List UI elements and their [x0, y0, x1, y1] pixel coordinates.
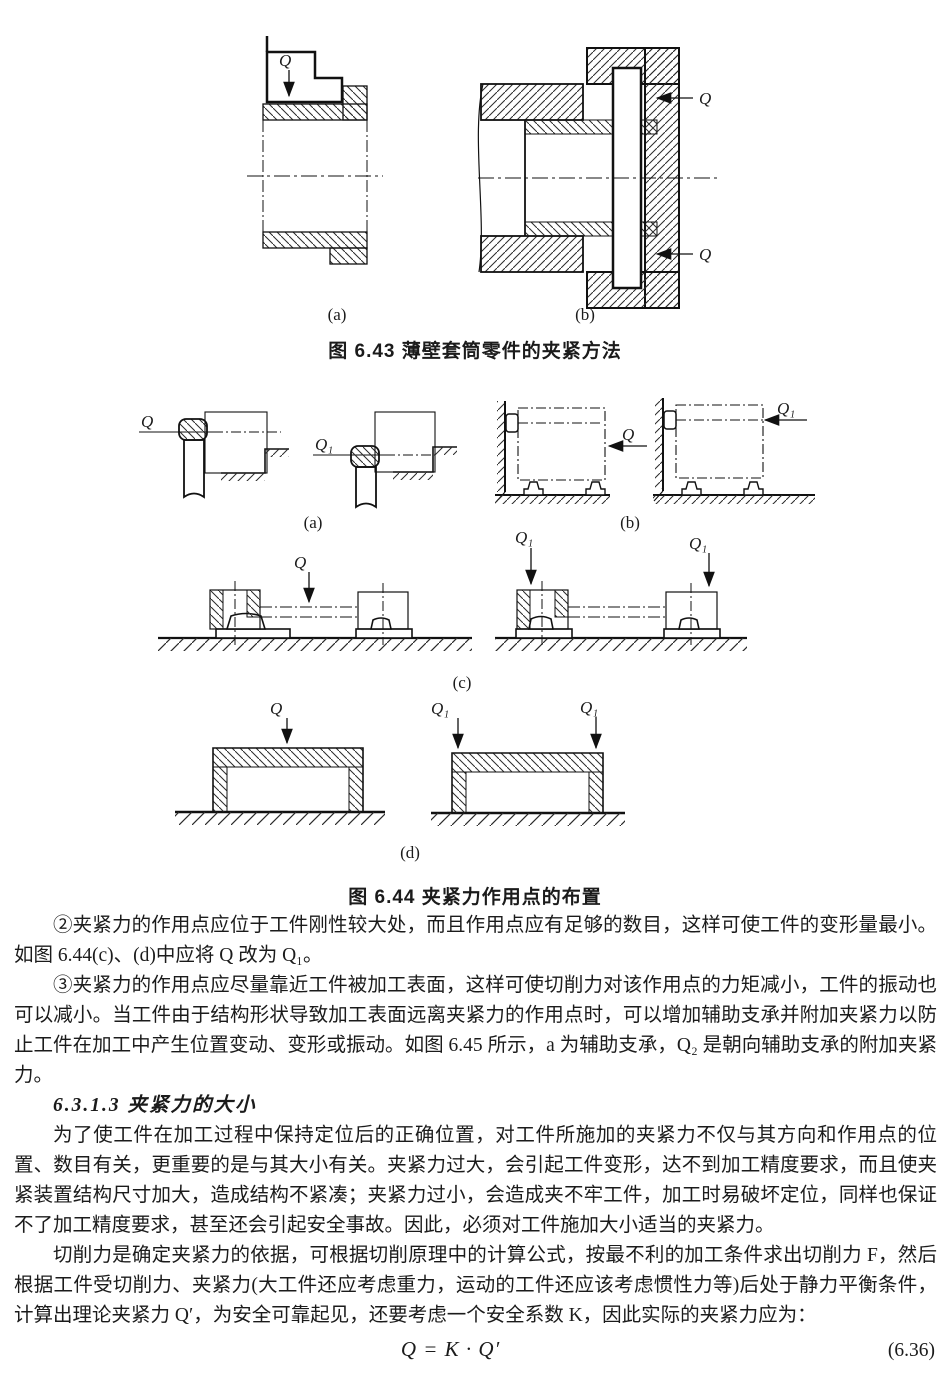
figure-644-diagram: Q Q₁ (a)	[139, 398, 815, 862]
fig644d-left: Q	[175, 699, 385, 825]
figure-643-diagram: Q Q Q (a) (b)	[247, 36, 720, 324]
svg-text:Q: Q	[270, 699, 282, 718]
svg-text:Q: Q	[141, 412, 153, 431]
fig643a-clamp	[265, 36, 344, 104]
equation-number: (6.36)	[887, 1340, 935, 1361]
fig644c-left: Q	[158, 553, 472, 651]
paragraph-point2: ②夹紧力的作用点应位于工件刚性较大处，而且作用点应有足够的数目，这样可使工件的变…	[14, 915, 937, 966]
svg-text:Q₁: Q₁	[580, 698, 598, 717]
svg-text:Q: Q	[294, 553, 306, 572]
fig643-sublabel-b: (b)	[575, 305, 595, 324]
svg-text:Q₁: Q₁	[431, 699, 449, 718]
equation-expression: Q = K · Q′	[400, 1337, 501, 1361]
section-heading-6313: 6.3.1.3 夹紧力的大小	[53, 1095, 257, 1116]
paragraph-clamp-size: 为了使工件在加工过程中保持定位后的正确位置，对工件所施加的夹紧力不仅与其方向和作…	[14, 1125, 937, 1236]
svg-text:Q₁: Q₁	[689, 534, 707, 553]
fig643b-housing	[477, 83, 584, 273]
svg-text:Q: Q	[699, 245, 711, 264]
svg-text:Q₁: Q₁	[315, 435, 333, 454]
fig644d-right: Q₁ Q₁	[431, 698, 625, 826]
fig644c-right: Q₁ Q₁	[495, 528, 747, 651]
fig644b-left: Q	[495, 401, 647, 504]
svg-text:Q₁: Q₁	[777, 399, 795, 418]
paragraph-point3: ③夹紧力的作用点应尽量靠近工件被加工表面，这样可使切削力对该作用点的力矩减小，工…	[14, 975, 937, 1086]
fig643-sublabel-a: (a)	[328, 305, 347, 324]
equation-row: Q = K · Q′ (6.36)	[14, 1334, 937, 1366]
fig643a-force-label: Q	[279, 51, 291, 70]
fig643b-force-top: Q	[655, 89, 711, 108]
paragraph-cutting-force: 切削力是确定夹紧力的依据，可根据切削原理中的计算公式，按最不利的加工条件求出切削…	[14, 1245, 937, 1326]
fig644-sublabel-d: (d)	[400, 843, 420, 862]
fig644a-right: Q₁	[313, 411, 457, 509]
fig644a-left: Q	[139, 411, 289, 499]
figure-644-caption: 图 6.44 夹紧力作用点的布置	[348, 887, 602, 908]
svg-text:Q: Q	[622, 425, 634, 444]
figure-643-caption: 图 6.43 薄壁套筒零件的夹紧方法	[328, 341, 622, 362]
fig643a-sleeve-section	[247, 85, 383, 265]
fig644b-right: Q₁	[653, 398, 815, 504]
svg-text:Q₁: Q₁	[515, 528, 533, 547]
body-text: ②夹紧力的作用点应位于工件刚性较大处，而且作用点应有足够的数目，这样可使工件的变…	[14, 911, 937, 1366]
fig644-sublabel-c: (c)	[453, 673, 472, 692]
svg-text:Q: Q	[699, 89, 711, 108]
fig643b-force-bottom: Q	[655, 245, 711, 264]
fig644-sublabel-b: (b)	[620, 513, 640, 532]
fig644-sublabel-a: (a)	[304, 513, 323, 532]
